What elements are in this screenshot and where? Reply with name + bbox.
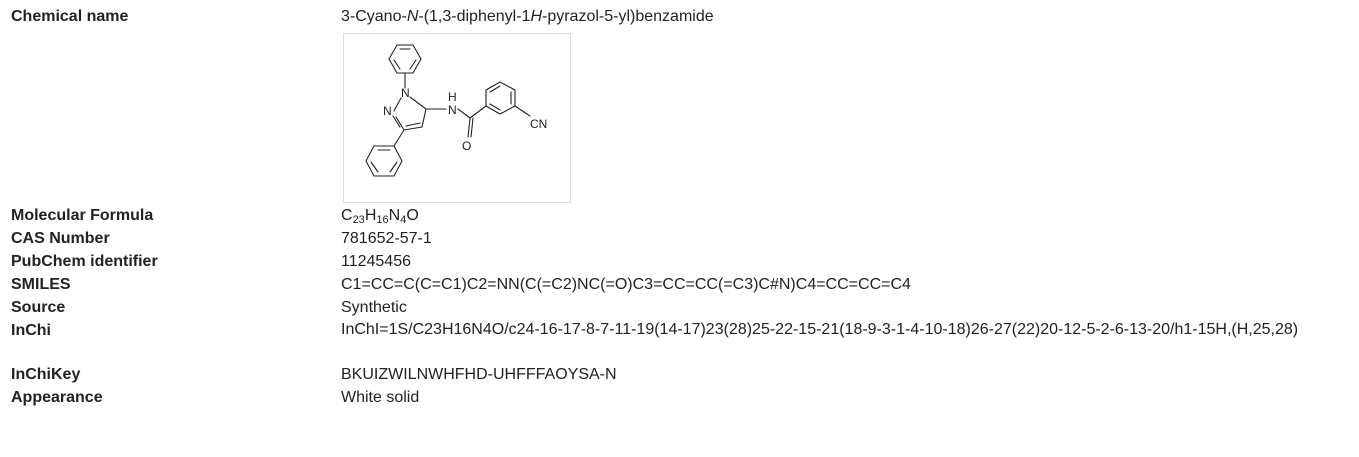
molecular-formula-label: Molecular Formula <box>11 207 154 224</box>
cas-number-value: 781652-57-1 <box>341 230 432 247</box>
inchikey-value: BKUIZWILNWHFHD-UHFFFAOYSA-N <box>341 366 617 383</box>
atom-n-amide: N <box>448 103 457 117</box>
appearance-value: White solid <box>341 389 420 406</box>
atom-n2: N <box>383 104 392 118</box>
chemical-name-label: Chemical name <box>11 8 129 25</box>
source-value: Synthetic <box>341 299 407 316</box>
inchikey-label: InChiKey <box>11 366 81 383</box>
atom-o: O <box>462 139 471 153</box>
chemical-structure-image: N N H N O CN <box>343 33 571 203</box>
atom-n1: N <box>401 86 410 100</box>
atom-cn: CN <box>530 117 547 131</box>
atom-h: H <box>448 90 457 104</box>
smiles-label: SMILES <box>11 276 71 293</box>
inchi-value: InChI=1S/C23H16N4O/c24-16-17-8-7-11-19(1… <box>341 321 1299 338</box>
appearance-label: Appearance <box>11 389 103 406</box>
smiles-value: C1=CC=C(C=C1)C2=NN(C(=C2)NC(=O)C3=CC=CC(… <box>341 276 911 293</box>
pubchem-identifier-label: PubChem identifier <box>11 253 158 270</box>
pubchem-identifier-value: 11245456 <box>341 253 411 270</box>
inchi-label: InChi <box>11 322 51 339</box>
source-label: Source <box>11 299 66 316</box>
molecular-formula-value: C23H16N4O <box>341 207 419 226</box>
chemical-structure-drawing: N N H N O CN <box>365 44 547 177</box>
chemical-name-value: 3-Cyano-N-(1,3-diphenyl-1H-pyrazol-5-yl)… <box>341 8 714 25</box>
cas-number-label: CAS Number <box>11 230 110 247</box>
